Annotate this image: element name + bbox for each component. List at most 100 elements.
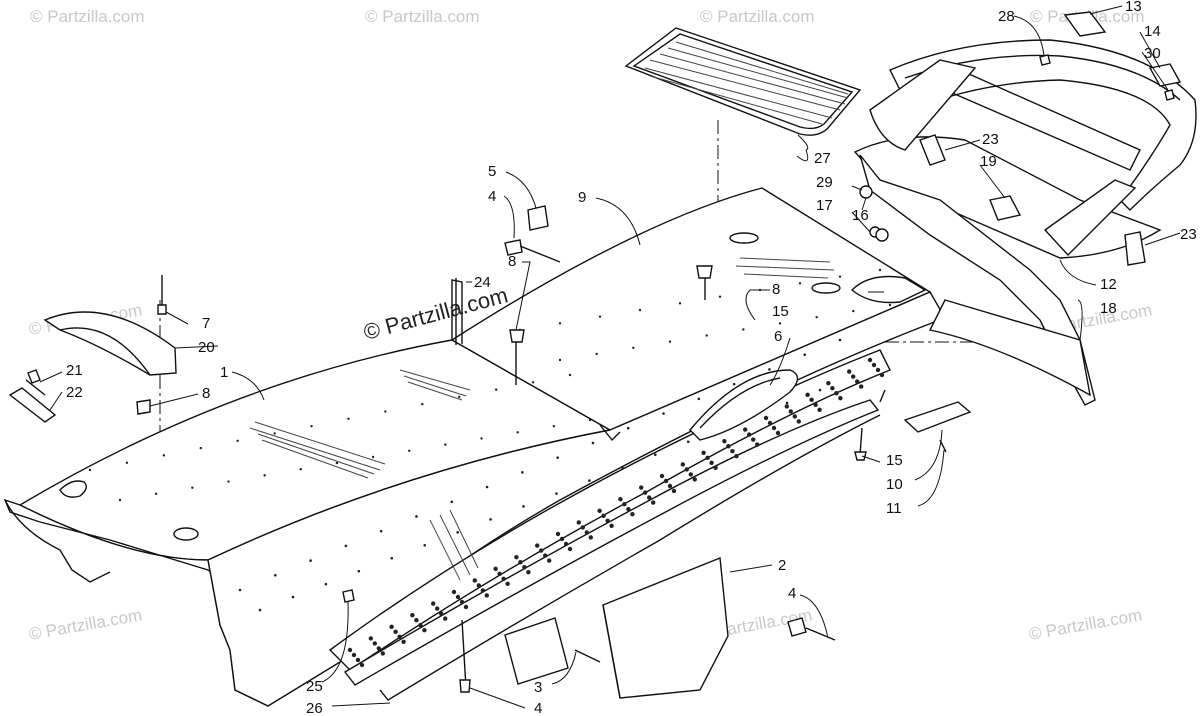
perforation-dot <box>667 483 673 489</box>
perforation-dot <box>421 403 424 406</box>
perforation-dot <box>662 412 665 415</box>
perforation-dot <box>743 427 748 432</box>
perforation-dot <box>456 531 459 534</box>
perforation-dot <box>878 268 882 272</box>
perforation-dot <box>838 338 842 342</box>
perforation-dot <box>559 536 565 542</box>
perforation-dot <box>431 601 436 606</box>
perforation-dot <box>556 456 559 459</box>
perforation-dot <box>372 641 377 646</box>
perforation-dot <box>576 520 581 525</box>
perforation-dot <box>568 373 572 377</box>
perforation-dot <box>668 340 672 343</box>
callout-23-right: 23 <box>1180 226 1197 243</box>
perforation-dot <box>659 473 665 479</box>
perforation-dot <box>771 425 777 431</box>
perforation-dot <box>701 450 706 455</box>
callout-4-right: 4 <box>788 585 796 602</box>
perforation-dot <box>273 432 276 435</box>
callout-1: 1 <box>220 364 228 381</box>
callout-19: 19 <box>980 153 997 170</box>
slot-2 <box>811 282 841 294</box>
perforation-dot <box>463 604 469 610</box>
perforation-dot <box>778 322 782 325</box>
watermark-10: © Partzilla.com <box>1027 605 1143 644</box>
perforation-dot <box>647 495 652 500</box>
perforation-dot <box>813 402 818 407</box>
callout-25: 25 <box>306 678 323 695</box>
perforation-dot <box>310 424 313 428</box>
perforation-dot <box>516 431 519 434</box>
perforation-dot <box>263 474 266 477</box>
callout-26: 26 <box>306 700 323 716</box>
perforation-dot <box>567 546 573 552</box>
perforation-dot <box>730 449 735 454</box>
perforation-dot <box>384 410 387 413</box>
vent-cutout <box>689 369 799 441</box>
perforation-dot <box>630 512 635 517</box>
perforation-dot <box>547 558 552 563</box>
perforation-dot <box>818 388 822 392</box>
perforation-dot <box>505 581 510 586</box>
hardware <box>8 11 1182 699</box>
perforation-dot <box>830 386 835 391</box>
perforation-dot <box>558 322 562 325</box>
callout-27: 27 <box>814 150 831 167</box>
perforation-dot <box>643 490 648 495</box>
perforation-dot <box>501 576 506 581</box>
watermark-2: © Partzilla.com <box>365 7 480 26</box>
perforation-dot <box>563 541 569 547</box>
perforation-dot <box>480 437 483 440</box>
callout-24: 24 <box>474 274 491 291</box>
perforation-dot <box>555 492 558 495</box>
callout-9: 9 <box>578 189 586 206</box>
perforation-dot <box>357 569 361 573</box>
perforation-dot <box>552 424 556 428</box>
perforation-dot <box>597 508 602 513</box>
callout-18: 18 <box>1100 300 1117 317</box>
perforation-dot <box>588 479 591 482</box>
perforation-dot <box>718 295 722 298</box>
perforation-dot <box>838 396 843 401</box>
perforation-dot <box>489 518 492 521</box>
perforation-dot <box>543 553 548 558</box>
perforation-dot <box>626 507 631 512</box>
perforation-dot <box>359 662 365 668</box>
perforation-dot <box>692 477 697 482</box>
perforation-dot <box>162 454 166 457</box>
callout-8-left: 8 <box>202 385 210 402</box>
perforation-dot <box>867 357 873 363</box>
perforation-dot <box>347 417 350 421</box>
perforation-dot <box>732 382 736 386</box>
callout-4-bottom: 4 <box>534 700 542 716</box>
perforation-dot <box>414 618 419 623</box>
perforation-dot <box>678 302 682 305</box>
perforation-dot <box>838 275 842 278</box>
perforation-dot <box>390 556 394 560</box>
perforation-dot <box>815 316 818 319</box>
perforation-dot <box>379 529 383 533</box>
perforation-dot <box>236 439 239 442</box>
perforation-dot <box>118 498 122 502</box>
perforation-dot <box>451 589 457 595</box>
perforation-dot <box>458 395 461 399</box>
callout-28: 28 <box>998 8 1015 25</box>
perforation-dot <box>805 392 810 397</box>
perforation-dot <box>408 449 411 452</box>
perforation-dot <box>639 485 644 490</box>
perforation-dot <box>684 467 689 472</box>
callout-15-lower: 15 <box>886 452 903 469</box>
perforation-dot <box>847 369 852 374</box>
callout-14: 14 <box>1144 23 1161 40</box>
watermark-8: © Partzilla.com <box>27 605 143 644</box>
perforation-dot <box>371 455 375 459</box>
perforation-dot <box>763 415 769 421</box>
perforation-dot <box>227 480 230 483</box>
perforation-dot <box>410 613 415 618</box>
perforation-dot <box>125 461 129 464</box>
perforation-dot <box>450 500 454 504</box>
perforation-dot <box>558 358 562 362</box>
perforation-dot <box>742 328 745 331</box>
perforation-dot <box>591 441 595 445</box>
